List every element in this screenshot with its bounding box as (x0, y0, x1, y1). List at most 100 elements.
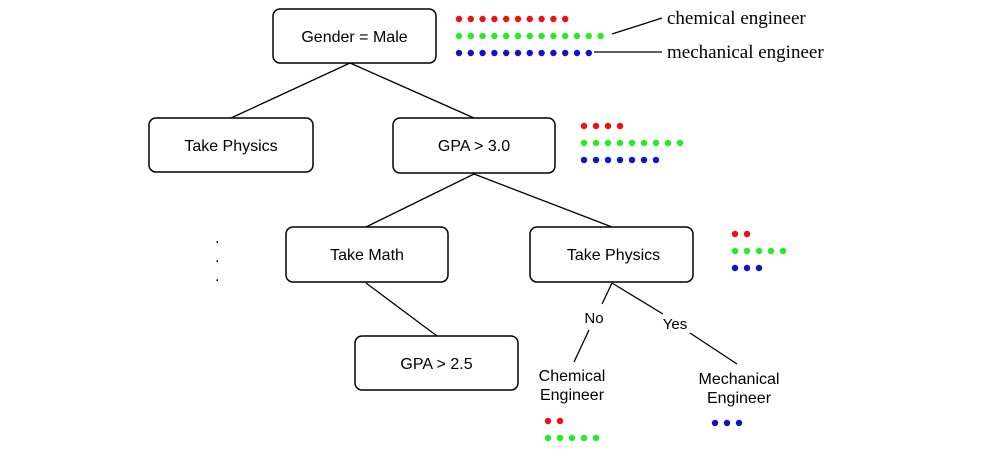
red-dot (592, 122, 600, 130)
green-dot (652, 139, 660, 147)
node-gpa-25-label: GPA > 2.5 (400, 356, 472, 373)
leaf-mechanical-line1: Mechanical (699, 371, 780, 388)
tree-edges (230, 62, 738, 365)
green-dot (491, 32, 498, 40)
node-take-physics-right-label: Take Physics (567, 247, 660, 264)
leaf-mechanical-line2: Engineer (707, 390, 772, 407)
node-gpa-30-label: GPA > 3.0 (438, 138, 510, 155)
blue-dot (562, 49, 569, 57)
green-dot (573, 32, 581, 40)
green-dot (640, 139, 648, 147)
edge-label-yes: Yes (663, 316, 687, 333)
red-dot (514, 15, 522, 23)
blue-dot (652, 156, 660, 164)
green-dot (580, 139, 588, 147)
green-dot (580, 434, 588, 442)
edge-gpa-30-to-take-physics (473, 173, 613, 228)
blue-dot (628, 156, 636, 164)
red-dot (580, 122, 588, 130)
edge-physics-to-yes (611, 282, 664, 315)
node-take-physics-left-label: Take Physics (184, 138, 277, 155)
dot-counts-mechanical-leaf (711, 419, 743, 427)
red-dot (616, 122, 624, 130)
green-dot (767, 247, 775, 255)
green-dot (604, 139, 612, 147)
green-dot (597, 32, 604, 40)
blue-dot (731, 264, 739, 272)
blue-dot (491, 49, 498, 57)
green-dot (628, 139, 636, 147)
blue-dot (604, 156, 612, 164)
green-dot (550, 32, 557, 40)
node-take-math: Take Math (285, 226, 449, 283)
green-dot (731, 247, 739, 255)
green-dot (503, 32, 510, 40)
green-dot (514, 32, 522, 40)
red-dot (550, 15, 557, 23)
green-dot (544, 434, 552, 442)
blue-dot (479, 49, 486, 57)
red-dot (503, 15, 510, 23)
green-dot (455, 32, 463, 40)
green-dot (779, 247, 787, 255)
red-dot (526, 15, 533, 23)
blue-dot (514, 49, 522, 57)
red-dot (455, 15, 463, 23)
edge-root-to-gpa-30 (349, 62, 475, 119)
ellipsis-dot-3: . (215, 268, 219, 285)
node-take-physics-left: Take Physics (148, 117, 314, 173)
green-dot (755, 247, 763, 255)
green-dot (526, 32, 533, 40)
blue-dot (743, 264, 751, 272)
blue-dot (503, 49, 510, 57)
edge-gpa-30-to-take-math (365, 173, 475, 228)
red-dot (731, 230, 739, 238)
blue-dot (723, 419, 731, 427)
red-dot (556, 417, 564, 425)
blue-dot (592, 156, 600, 164)
ellipsis-dot-1: . (215, 230, 219, 247)
red-dot (604, 122, 612, 130)
green-dot (562, 32, 569, 40)
leaf-chemical-line1: Chemical (539, 368, 606, 385)
blue-dot (573, 49, 581, 57)
ellipsis-vertical: . . . (215, 230, 219, 285)
edge-physics-to-no (601, 282, 613, 305)
green-dot (676, 139, 684, 147)
legend-pointer-chemical (611, 17, 663, 35)
green-dot (743, 247, 751, 255)
green-dot (592, 139, 600, 147)
edge-root-to-take-physics (230, 62, 351, 119)
green-dot (479, 32, 486, 40)
red-dot (562, 15, 569, 23)
blue-dot (640, 156, 648, 164)
blue-dot (550, 49, 557, 57)
dot-counts-gpa-30 (580, 122, 684, 164)
green-dot (568, 434, 576, 442)
blue-dot (526, 49, 533, 57)
edge-label-no: No (584, 310, 603, 327)
blue-dot (538, 49, 545, 57)
blue-dot (455, 49, 463, 57)
red-dot (479, 15, 486, 23)
blue-dot (755, 264, 763, 272)
green-dot (556, 434, 564, 442)
green-dot (467, 32, 474, 40)
legend: chemical engineer mechanical engineer (594, 8, 824, 63)
node-take-math-label: Take Math (330, 247, 404, 264)
node-take-physics-right: Take Physics (529, 226, 694, 283)
blue-dot (580, 156, 588, 164)
dot-counts-take-physics (731, 230, 787, 272)
node-gender-male: Gender = Male (272, 8, 437, 64)
blue-dot (616, 156, 624, 164)
edge-no-to-chemical (573, 329, 590, 363)
green-dot (585, 32, 592, 40)
green-dot (538, 32, 545, 40)
blue-dot (735, 419, 743, 427)
node-gpa-25: GPA > 2.5 (354, 335, 519, 391)
green-dot (616, 139, 624, 147)
dot-counts-root (455, 15, 604, 57)
node-gender-male-label: Gender = Male (301, 29, 407, 46)
green-dot (664, 139, 672, 147)
